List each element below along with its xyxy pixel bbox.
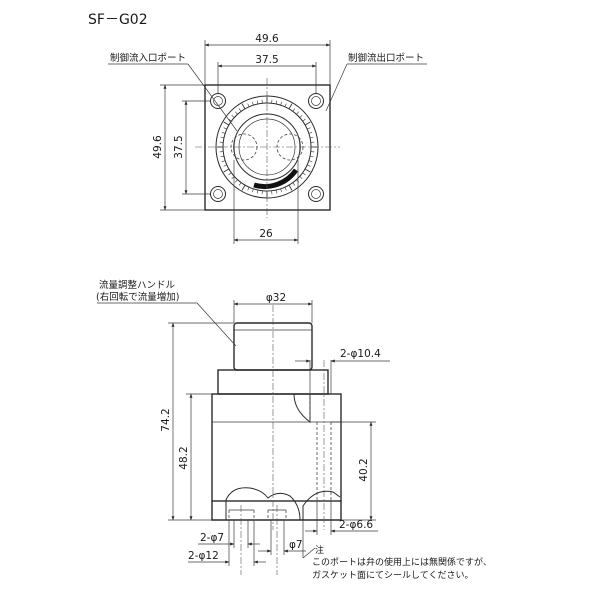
dial-tick [223,168,230,173]
dial-tick [256,189,259,194]
dial-tick [275,100,278,105]
dial-tick [241,103,246,110]
dial-tick [308,160,313,162]
dim-width-outer: 49.6 [255,33,279,45]
label-outlet-port: 制御流出口ポート [348,52,424,64]
dial-tick [284,103,287,107]
dial-tick [296,111,300,115]
dial-tick [238,182,242,186]
dial-tick [234,179,238,183]
label-handle-line1: 流量調整ハンドル [99,279,176,291]
dim-handle-diameter: φ32 [266,292,286,304]
dim-total-height: 74.2 [160,408,172,431]
valve-base [211,501,342,521]
dial-tick [292,108,296,112]
dial-tick [256,100,259,105]
dial-tick [307,164,311,167]
dial-tick [252,101,254,106]
dial-tick [309,155,314,158]
dim-bottom-bore: 2-φ6.6 [339,519,373,531]
dial-tick [252,188,254,193]
note-block: 注 このポートは弁の使用上には無関係ですが、 ガスケット面にてシールしてください… [312,544,492,581]
dial-tick [223,121,230,126]
note-line2: ガスケット面にてシールしてください。 [312,570,473,581]
dim-phi7: φ7 [289,539,303,551]
label-handle-line2: (右回転で流量増加) [96,291,179,303]
scale-arc-marker [253,168,299,190]
dial-tick [288,103,293,110]
dial-tick [296,179,300,183]
dim-height-inner: 37.5 [173,135,185,158]
dim-port-12: 2-φ12 [188,550,219,562]
dial-tick [231,114,235,118]
dial-tick [308,132,313,134]
dial-tick [299,176,303,180]
dial-tick [275,189,278,194]
dial-tick [247,187,250,191]
dim-body-height: 48.2 [178,446,190,469]
dial-tick [228,172,232,176]
dim-port-height: 40.2 [358,458,370,481]
side-view: 流量調整ハンドル (右回転で流量増加) φ32 74.2 48.2 40.2 2… [96,279,390,575]
dim-top-bore: 2-φ10.4 [340,348,381,360]
dial-tick [302,172,306,176]
top-view: 49.6 37.5 49.6 37.5 26 制御流入口ポート 制御流出口ポート [108,33,427,244]
dim-port-7: 2-φ7 [200,532,224,544]
dial-tick [280,188,282,193]
dial-tick [228,118,232,122]
base-port-contour [225,487,301,521]
dial-tick [241,184,246,191]
valve-body [211,393,342,502]
dim-height-outer: 49.6 [152,135,164,159]
dial-tick [223,127,227,130]
dial-tick [284,187,287,191]
dial-tick [302,118,306,122]
dial-tick [299,114,303,118]
drawing-title: SF－G02 [88,12,148,28]
dial-tick [304,168,311,173]
dial-tick [292,182,296,186]
dial-tick [221,132,226,134]
dim-width-inner: 37.5 [255,54,278,66]
dial-tick [223,164,227,167]
note-heading: 注 [315,544,324,556]
dial-tick [304,121,311,126]
label-inlet-port: 制御流入口ポート [110,52,186,64]
top-bore [293,393,311,424]
dial-tick [238,108,242,112]
dial-tick [247,103,250,107]
dial-tick [234,111,238,115]
dial-tick [288,184,293,191]
dial-tick [280,101,282,106]
dial-tick [307,127,311,130]
note-line1: このポートは弁の使用上には無関係ですが、 [312,556,492,568]
dial-tick [309,136,314,139]
base-plate [204,84,331,211]
dim-bottom-width: 26 [259,228,273,240]
dial-tick [221,160,226,162]
dial-tick [220,136,225,139]
dial-tick [220,155,225,158]
